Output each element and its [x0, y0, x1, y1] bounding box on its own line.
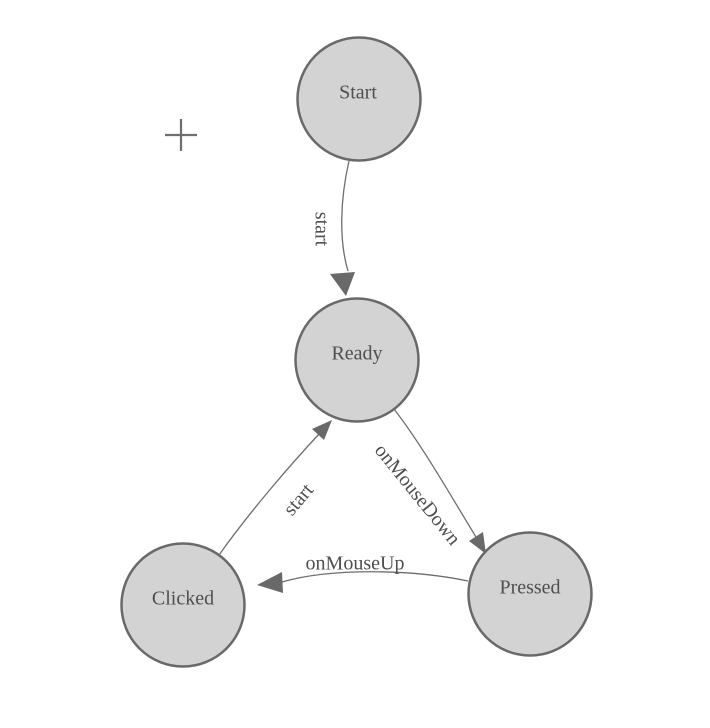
- edge-line-ready-to-pressed[interactable]: [393, 408, 477, 538]
- edge-pressed-to-clicked[interactable]: [257, 571, 469, 593]
- edge-start-to-ready[interactable]: [330, 160, 355, 296]
- node-circle-clicked[interactable]: [120, 542, 246, 668]
- node-circle-start[interactable]: [296, 36, 422, 162]
- edge-clicked-to-ready[interactable]: [218, 420, 332, 556]
- edge-line-pressed-to-clicked[interactable]: [281, 571, 469, 583]
- arrowhead-ready-to-pressed: [469, 532, 486, 554]
- edge-ready-to-pressed[interactable]: [393, 408, 486, 554]
- node-circle-ready[interactable]: [294, 297, 420, 423]
- arrowhead-pressed-to-clicked: [257, 572, 283, 593]
- crosshair-marker-icon: [165, 119, 197, 151]
- arrowhead-clicked-to-ready: [312, 420, 332, 440]
- arrowhead-start-to-ready: [330, 272, 355, 296]
- edge-line-clicked-to-ready[interactable]: [218, 432, 321, 556]
- edge-line-start-to-ready[interactable]: [341, 160, 350, 272]
- node-circle-pressed[interactable]: [467, 531, 593, 657]
